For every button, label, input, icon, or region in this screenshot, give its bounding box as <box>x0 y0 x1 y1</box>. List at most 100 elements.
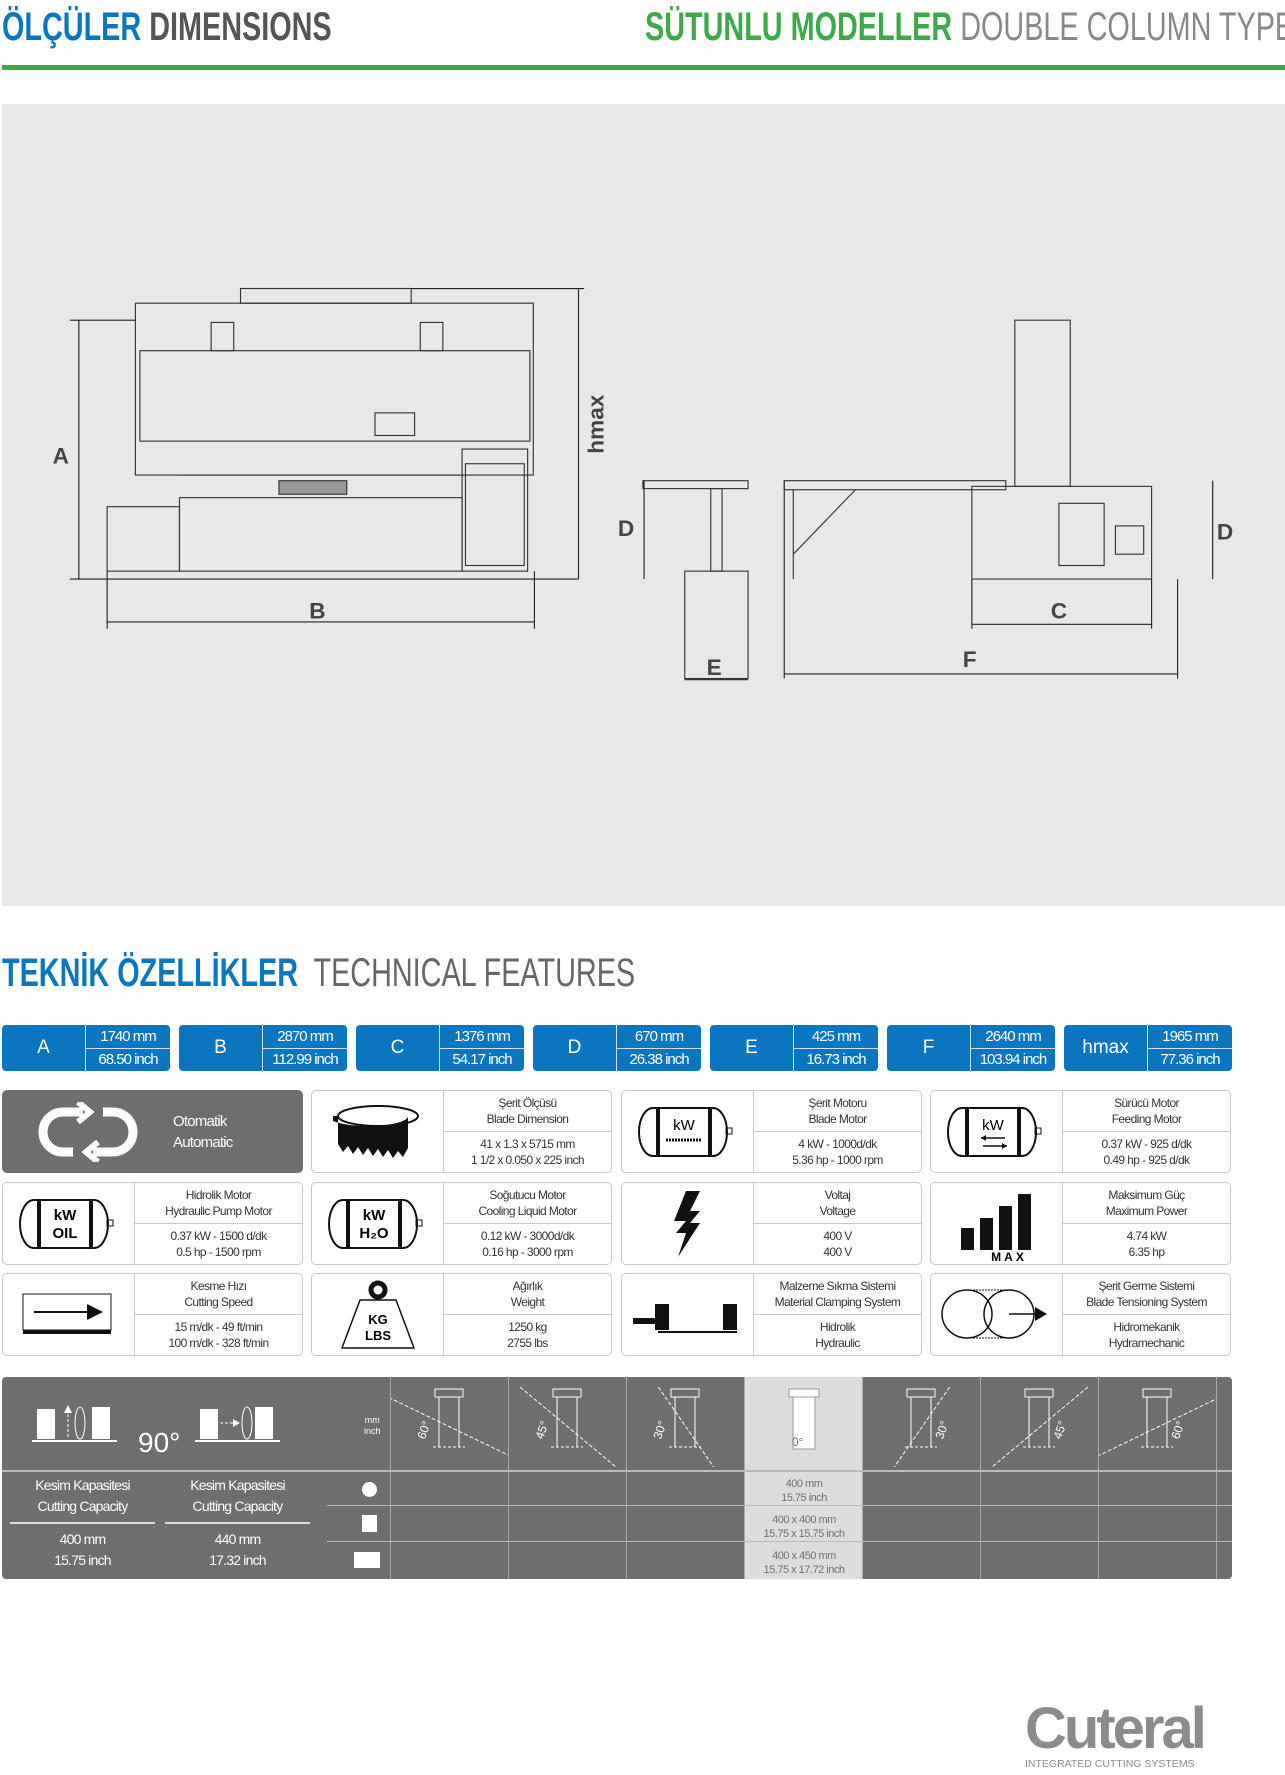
capacity-mm: 400 mm <box>785 1478 823 1490</box>
svg-text:LBS: LBS <box>365 1328 391 1343</box>
technical-title-tr: TEKNİK ÖZELLİKLER <box>2 951 298 995</box>
title-en: DIMENSIONS <box>149 5 332 49</box>
dimension-inch: 103.94 inch <box>979 1051 1048 1069</box>
angle-diagram-icon: 60° <box>366 1377 534 1470</box>
rect-section-icon <box>354 1552 380 1568</box>
feature-label-en: Cooling Liquid Motor <box>478 1204 577 1218</box>
dimension-inch: 54.17 inch <box>452 1051 512 1069</box>
dimension-mm: 2870 mm <box>263 1025 347 1049</box>
model-en: DOUBLE COLUMN TYPES <box>960 5 1285 49</box>
feature-value-2: Hydraulic <box>815 1336 860 1350</box>
angle-column: 45° <box>980 1377 1098 1579</box>
technical-title: TEKNİK ÖZELLİKLER TECHNICAL FEATURES <box>2 948 881 998</box>
square-section-icon <box>362 1515 377 1532</box>
technical-title-en: TECHNICAL FEATURES <box>313 951 636 995</box>
dimension-label: B <box>179 1025 263 1071</box>
feature-label-en: Material Clamping System <box>774 1295 901 1309</box>
feature-label-tr: Şerit Motoru <box>808 1096 867 1110</box>
svg-text:kW: kW <box>673 1117 696 1134</box>
feature-label-tr: Kesme Hızı <box>190 1279 247 1293</box>
cap2-en: Cutting Capacity <box>192 1498 284 1514</box>
feature-value-2: Hydramechanic <box>1108 1336 1185 1350</box>
blade-motor-icon: kW <box>622 1091 754 1172</box>
angle-column: 30° <box>862 1377 980 1579</box>
cap2-tr: Kesim Kapasitesi <box>190 1477 285 1493</box>
label-d-right: D <box>1217 519 1233 544</box>
feature-label-en: Hydraulic Pump Motor <box>165 1204 272 1218</box>
angle-diagram-icon: 45° <box>981 1377 1099 1470</box>
label-e: E <box>707 655 722 680</box>
cap2-inch: 17.32 inch <box>209 1552 266 1568</box>
feature-label-tr: Soğutucu Motor <box>489 1188 566 1202</box>
feature-value-2: 0.16 hp - 3000 rpm <box>482 1245 573 1259</box>
cuteral-logo: Cuteral INTEGRATED CUTTING SYSTEMS <box>1025 1700 1240 1771</box>
lightning-icon <box>622 1183 754 1264</box>
angle-diagram-icon: 30° <box>863 1377 981 1470</box>
header-divider <box>2 65 1285 70</box>
label-hmax: hmax <box>583 394 608 453</box>
feature-label-tr: Sürücü Motor <box>1114 1096 1179 1110</box>
dimension-mm: 2640 mm <box>971 1025 1055 1049</box>
units-inch: inch <box>364 1426 381 1436</box>
dimension-inch: 26.38 inch <box>629 1051 689 1069</box>
feature-label-en: Weight <box>510 1295 545 1309</box>
feature-value-2: 0.49 hp - 925 d/dk <box>1103 1153 1191 1167</box>
svg-text:kW: kW <box>53 1207 76 1224</box>
dimension-label: E <box>710 1025 794 1071</box>
angle-label: 0° <box>792 1435 804 1449</box>
vertical-cut-icon <box>32 1405 117 1442</box>
feature-label-en: Feeding Motor <box>1111 1112 1182 1126</box>
feature-label-en: Voltage <box>819 1204 856 1218</box>
label-a: A <box>53 444 69 469</box>
side-view-machine <box>783 319 1153 580</box>
saw-arrow-icon <box>3 1274 135 1355</box>
automatic-en: Automatic <box>173 1133 233 1151</box>
feature-value-1: 15 m/dk - 49 ft/min <box>174 1320 264 1334</box>
feature-value-1: 400 V <box>823 1229 852 1243</box>
cap1-tr: Kesim Kapasitesi <box>35 1477 130 1493</box>
units-mm: mm <box>364 1415 380 1425</box>
feature-label-tr: Maksimum Güç <box>1108 1188 1185 1202</box>
label-b: B <box>309 599 325 624</box>
feature-automatic: Otomatik Automatic <box>2 1090 303 1173</box>
capacity-inch: 15.75 inch <box>781 1492 827 1504</box>
round-section-icon <box>362 1482 377 1497</box>
feature-value-1: 41 x 1.3 x 5715 mm <box>480 1137 575 1151</box>
feature-value-1: 0.12 kW - 3000d/dk <box>480 1229 575 1243</box>
svg-text:H₂O: H₂O <box>359 1225 388 1242</box>
dimension-drawing: A B hmax D E F C D <box>2 104 1285 906</box>
feature-label-en: Maximum Power <box>1105 1204 1188 1218</box>
feature-label-tr: Voltaj <box>824 1188 851 1202</box>
svg-text:KG: KG <box>368 1312 388 1327</box>
svg-text:kW: kW <box>982 1117 1005 1134</box>
feature-label-en: Blade Motor <box>808 1112 867 1126</box>
svg-text:kW: kW <box>362 1207 385 1224</box>
cap2-mm: 440 mm <box>214 1531 262 1547</box>
vise-icon <box>622 1274 754 1355</box>
horizontal-cut-icon <box>195 1406 280 1442</box>
dimension-label: C <box>356 1025 440 1071</box>
label-f: F <box>963 647 977 672</box>
label-c: C <box>1051 599 1067 624</box>
feature-value-1: Hidrolik <box>819 1320 856 1334</box>
front-view-machine <box>106 287 534 572</box>
feature-value-1: 4.74 kW <box>1126 1229 1167 1243</box>
feature-value-1: Hidromekanik <box>1113 1320 1180 1334</box>
label-d-left: D <box>618 516 634 541</box>
cap1-mm: 400 mm <box>59 1531 107 1547</box>
feature-value-1: 4 kW - 1000d/dk <box>798 1137 877 1151</box>
logo-tagline: INTEGRATED CUTTING SYSTEMS <box>1025 1758 1195 1770</box>
band-blade-icon <box>312 1091 444 1172</box>
feature-label-tr: Hidrolik Motor <box>185 1188 252 1202</box>
feature-label-tr: Şerit Germe Sistemi <box>1098 1279 1196 1293</box>
feature-value-1: 0.37 kW - 925 d/dk <box>1101 1137 1193 1151</box>
